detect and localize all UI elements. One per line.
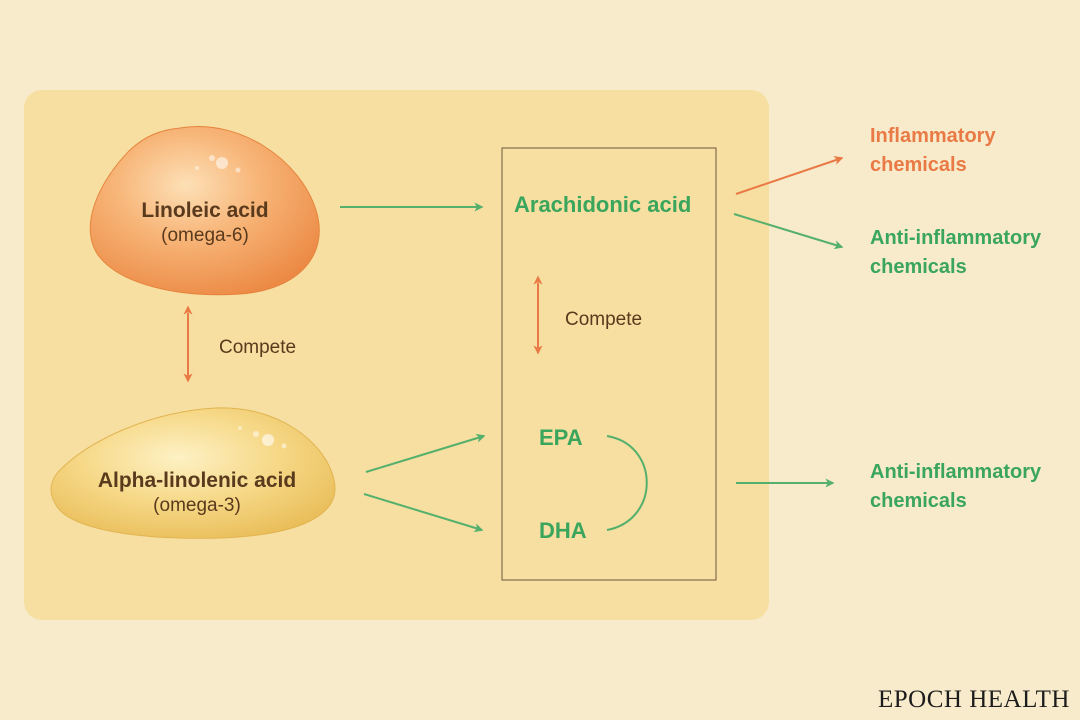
linoleic-type: (omega-6) — [161, 225, 249, 246]
linoleic-name: Linoleic acid — [141, 199, 269, 222]
metabolites-box — [501, 147, 717, 581]
compete-label-left: Compete — [219, 337, 297, 358]
arrow-ala-to-epa — [365, 433, 486, 473]
dha-label: DHA — [539, 518, 587, 543]
arrow-arachidonic-to-inflammatory — [735, 156, 844, 195]
arrow-arachidonic-to-anti-inflammatory — [733, 213, 844, 250]
epa-dha-bracket — [606, 435, 648, 531]
brand-logo: EPOCH HEALTH — [878, 686, 1070, 713]
anti-bottom-line-2: chemicals — [870, 490, 967, 512]
anti-bottom-line-1: Anti-inflammatory — [870, 461, 1042, 483]
anti-top-line-2: chemicals — [870, 256, 967, 278]
inflammatory-output: Inflammatory chemicals — [870, 122, 996, 180]
epa-label: EPA — [539, 425, 583, 450]
alpha-linolenic-droplet — [50, 407, 336, 539]
inflammatory-line-1: Inflammatory — [870, 125, 996, 147]
arachidonic-label: Arachidonic acid — [514, 192, 692, 217]
linoleic-label: Linoleic acid (omega-6) — [141, 199, 268, 247]
linoleic-droplet — [89, 126, 320, 296]
compete-label-right: Compete — [565, 309, 643, 330]
alpha-linolenic-label: Alpha-linolenic acid (omega-3) — [98, 469, 296, 517]
anti-inflammatory-output-bottom: Anti-inflammatory chemicals — [870, 458, 1041, 516]
inflammatory-line-2: chemicals — [870, 154, 967, 176]
anti-top-line-1: Anti-inflammatory — [870, 227, 1042, 249]
alpha-linolenic-type: (omega-3) — [153, 495, 241, 516]
anti-inflammatory-output-top: Anti-inflammatory chemicals — [870, 224, 1041, 282]
arrow-ala-to-dha — [363, 493, 484, 533]
alpha-linolenic-name: Alpha-linolenic acid — [97, 469, 297, 492]
